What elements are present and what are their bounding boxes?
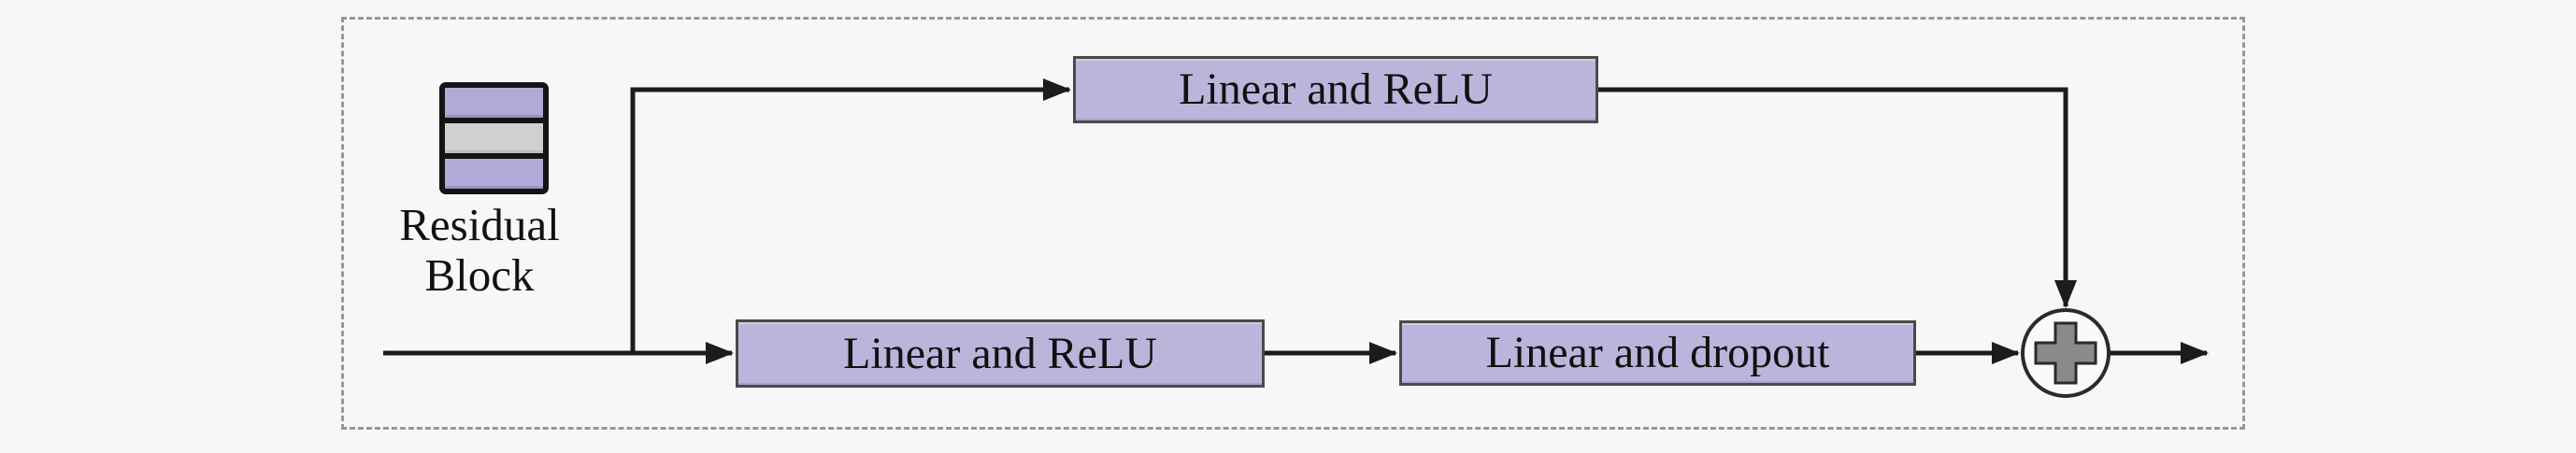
residual-block-label-line1: Residual [399, 199, 560, 250]
residual-block-label: Residual Block [357, 200, 602, 301]
node-linear-relu-bottom: Linear and ReLU [736, 319, 1265, 388]
node-linear-dropout: Linear and dropout [1399, 320, 1916, 386]
residual-block-icon [439, 82, 549, 194]
icon-bar-bottom [445, 159, 543, 189]
icon-bar-top [445, 88, 543, 118]
skip-to-adder-arrow [1598, 87, 2077, 308]
icon-bar-middle [445, 123, 543, 153]
plus-icon [2021, 308, 2111, 398]
skip-branch-arrow [630, 78, 1071, 353]
residual-block-label-line2: Block [424, 249, 535, 301]
dashed-frame [341, 17, 2245, 430]
node-linear-relu-top: Linear and ReLU [1073, 56, 1598, 123]
